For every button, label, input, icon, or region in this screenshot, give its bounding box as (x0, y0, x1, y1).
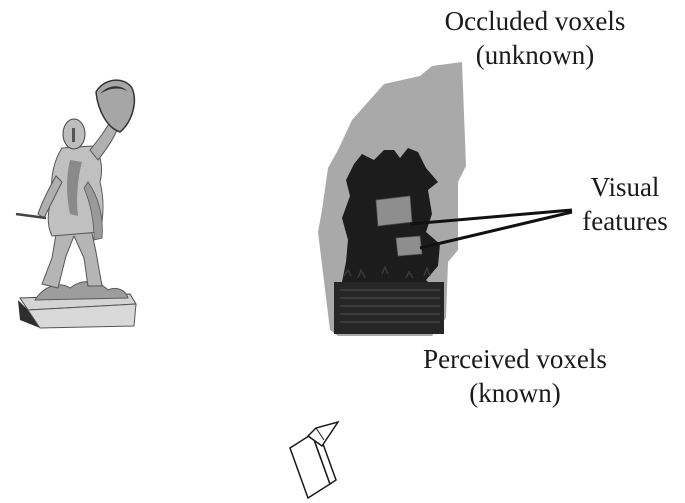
visual-features-label-line1: Visual (590, 172, 660, 202)
perceived-voxels-base (334, 282, 444, 334)
perceived-voxels-label-line1: Perceived voxels (423, 344, 607, 374)
occluded-voxels-label: Occluded voxels (unknown) (400, 4, 670, 72)
occluded-voxels-label-line2: (unknown) (475, 40, 595, 70)
perceived-voxels-region (334, 148, 444, 334)
statue-pedestal-side (18, 300, 40, 328)
statue-sword (15, 212, 47, 220)
statue-pedestal-front (27, 303, 137, 329)
statue-legs (41, 221, 103, 289)
visual-feature-patch-upper (375, 195, 413, 227)
statue-shield-rim (100, 86, 128, 94)
statue-cape (83, 181, 103, 241)
visual-feature-patch-lower (395, 235, 423, 257)
knight-statue-figure (15, 79, 137, 329)
perceived-voxels-label-line2: (known) (469, 378, 561, 408)
camera-lens-cone (306, 420, 340, 448)
visual-features-label-line2: features (582, 206, 668, 236)
statue-shield (95, 79, 136, 133)
visual-features-label: Visual features (566, 170, 684, 238)
perceived-voxels-speckle (343, 265, 431, 279)
camera-icon (289, 420, 340, 500)
perceived-voxels-base-texture (340, 289, 440, 323)
occluded-voxels-label-line1: Occluded voxels (444, 6, 626, 36)
perceived-voxels-label: Perceived voxels (known) (380, 342, 650, 410)
visual-feature-pointer-upper (409, 208, 573, 226)
statue-helmet-nasal (72, 128, 75, 142)
camera-lens-edge (315, 427, 325, 441)
statue-torso-shading (67, 160, 82, 216)
visual-feature-pointer-lower (419, 210, 573, 250)
